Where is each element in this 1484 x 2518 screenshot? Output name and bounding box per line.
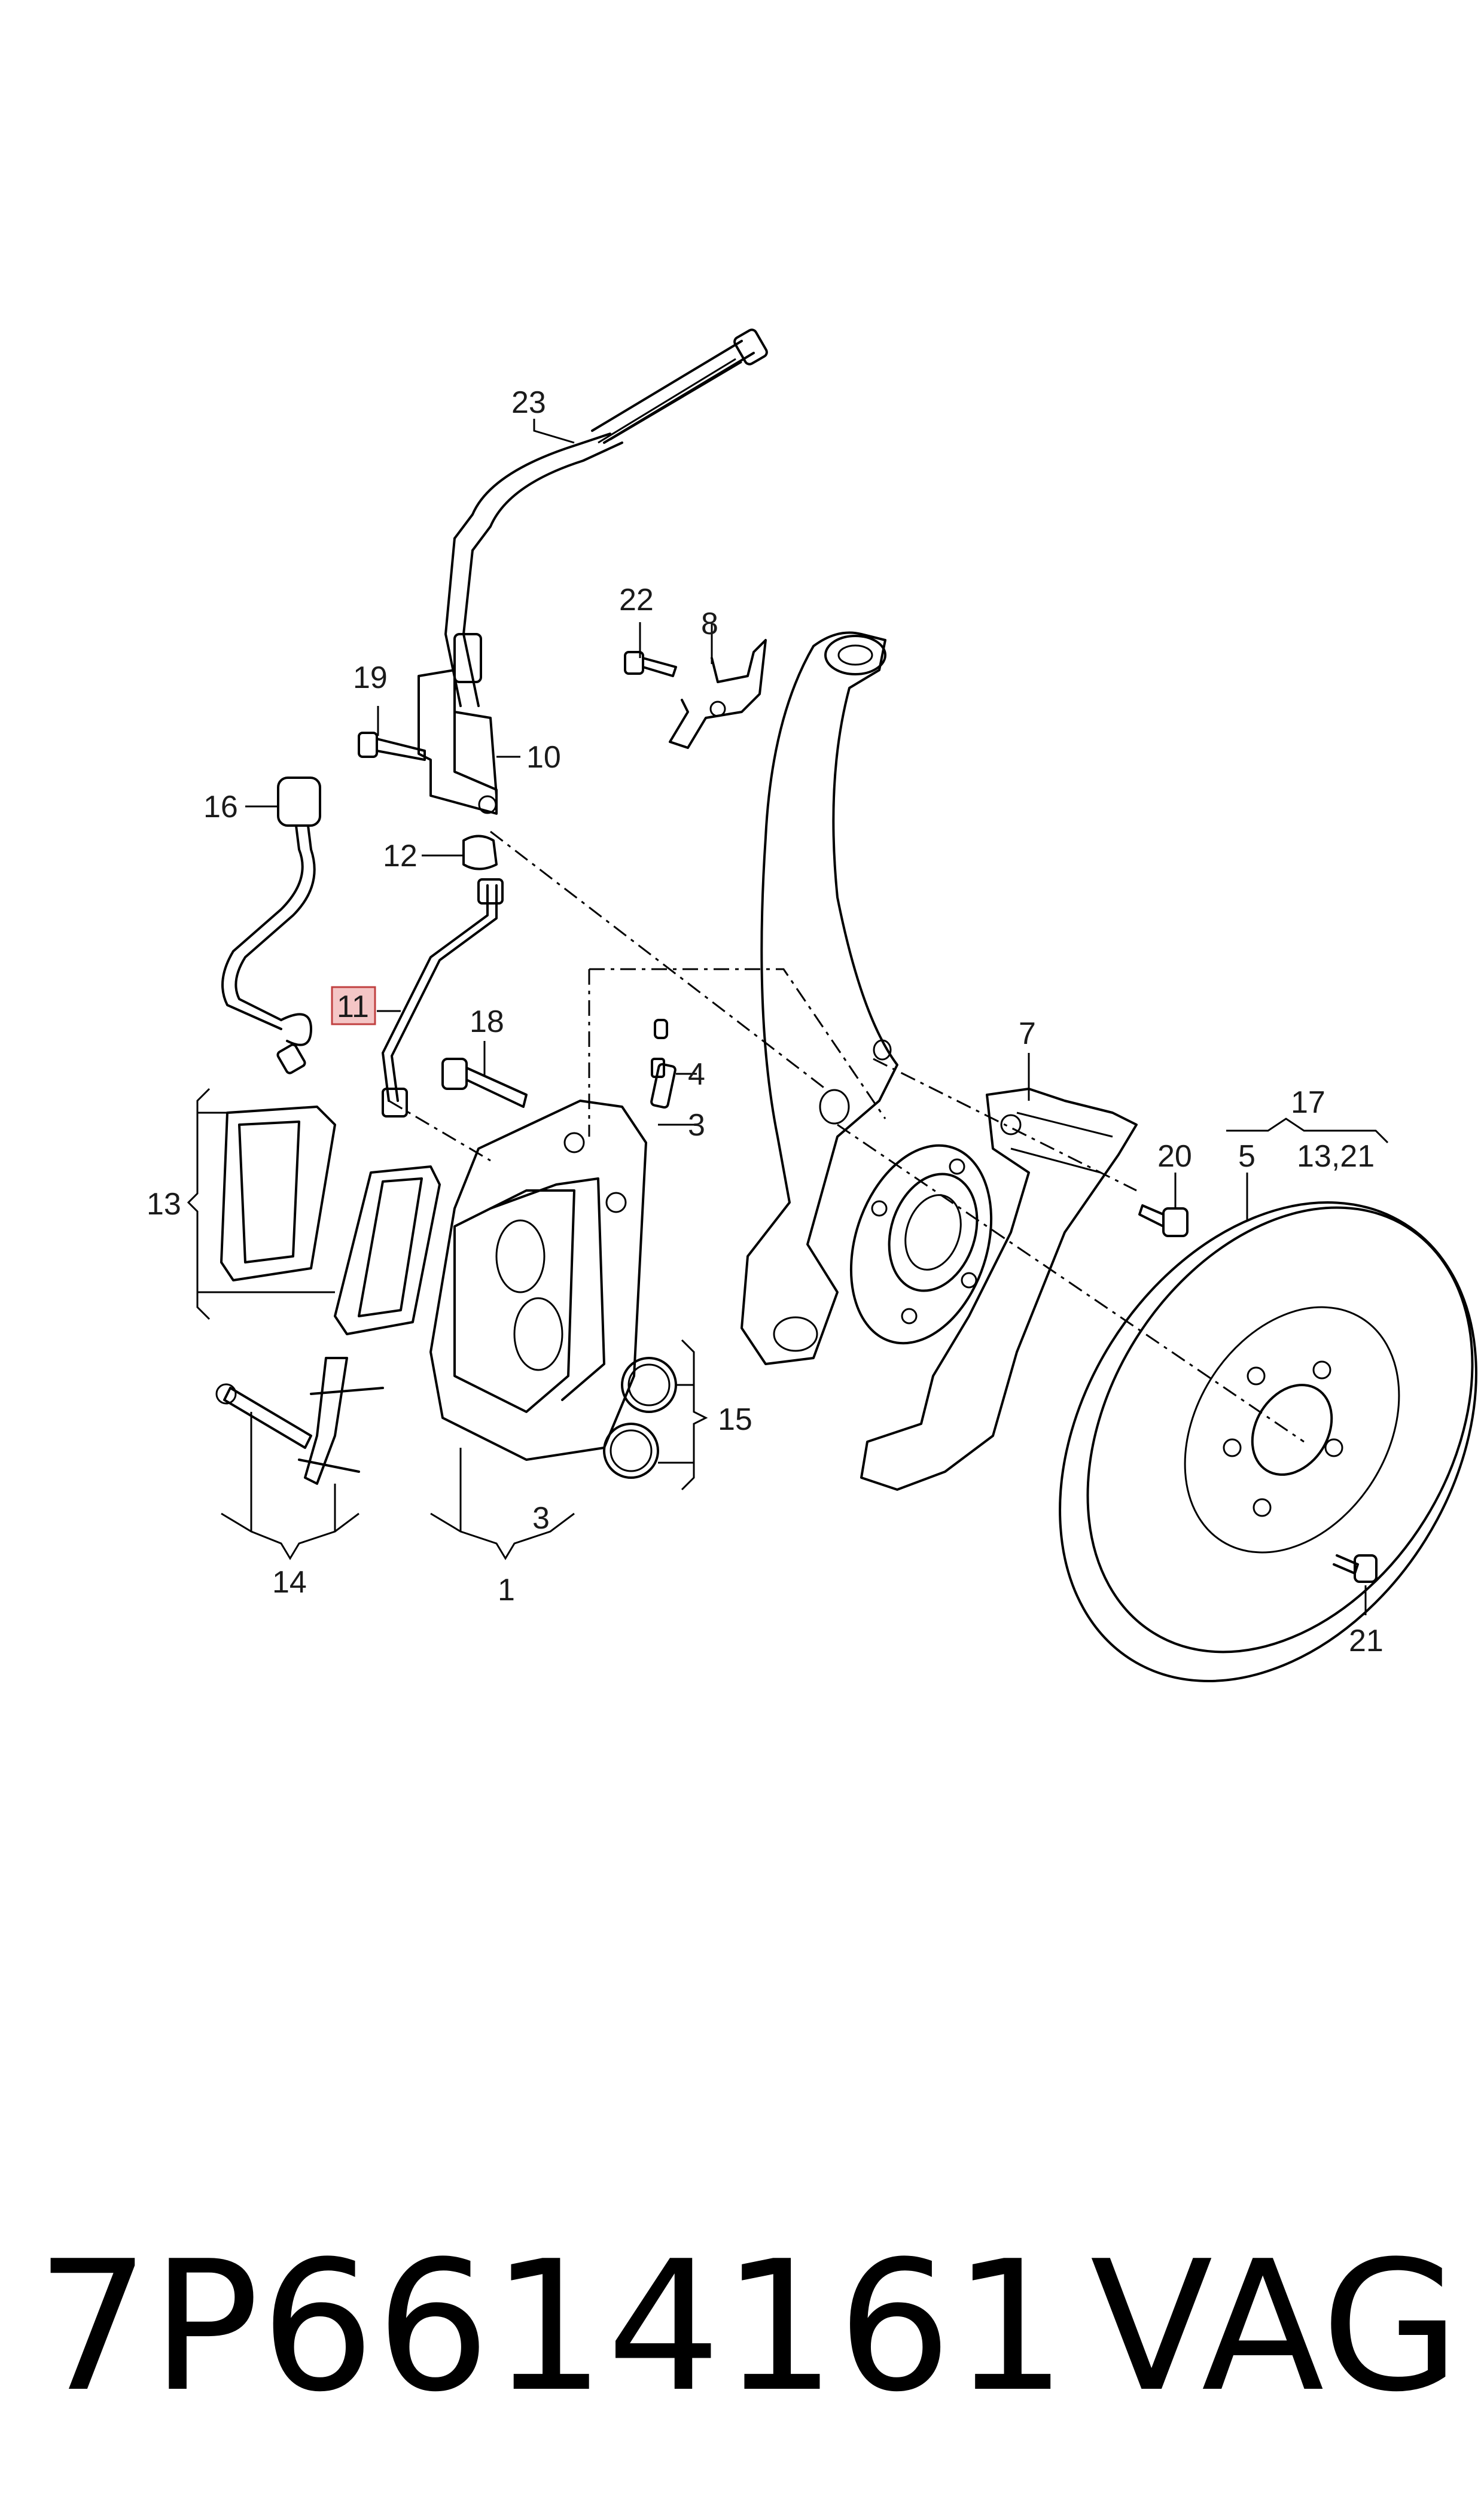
label-12: 12 — [383, 839, 418, 873]
bolt-18 — [441, 1058, 528, 1108]
brake-disc — [1059, 1201, 1477, 1682]
label-18: 18 — [470, 1004, 504, 1039]
label-3-bottom: 3 — [532, 1501, 550, 1536]
bleeder-valve — [650, 1019, 677, 1109]
label-8: 8 — [701, 607, 718, 641]
pin-and-spring — [215, 1357, 384, 1485]
label-5: 5 — [1238, 1139, 1256, 1174]
brand-name: VAG — [1090, 2222, 1460, 2431]
wear-sensor — [221, 777, 321, 1074]
brake-hose — [444, 328, 768, 707]
label-10: 10 — [526, 740, 561, 775]
footer: 7P6614161 VAG — [0, 2213, 1484, 2441]
brake-pads — [220, 1106, 441, 1335]
label-1: 1 — [498, 1573, 515, 1607]
leader-lines — [187, 419, 1389, 1615]
label-7: 7 — [1019, 1016, 1036, 1051]
bolt-19 — [358, 732, 426, 761]
label-20: 20 — [1157, 1139, 1192, 1174]
label-21: 21 — [1349, 1624, 1384, 1658]
steering-knuckle — [741, 631, 898, 1365]
label-14: 14 — [272, 1565, 307, 1600]
bracket-8 — [624, 639, 767, 749]
hose-bracket — [418, 669, 498, 815]
label-13-21: 13,21 — [1297, 1139, 1375, 1174]
splash-shield — [860, 1088, 1138, 1491]
brake-line — [382, 878, 504, 1118]
label-11: 11 — [337, 989, 369, 1024]
bolt-20 — [1138, 1204, 1189, 1237]
label-19: 19 — [353, 660, 388, 695]
assembly-axes — [388, 830, 1305, 1443]
callout-labels: 23 22 8 19 10 16 12 11 18 4 3 7 17 20 5 … — [147, 385, 1384, 1658]
label-13: 13 — [147, 1187, 181, 1222]
label-4: 4 — [688, 1057, 705, 1092]
label-23: 23 — [511, 385, 546, 420]
bolt-21 — [1333, 1554, 1378, 1583]
label-3-top: 3 — [688, 1108, 705, 1143]
label-16: 16 — [203, 790, 238, 824]
seal-rings — [603, 1357, 677, 1479]
label-15: 15 — [718, 1402, 752, 1437]
highlight-box-11 — [331, 986, 376, 1025]
part-number: 7P6614161 — [36, 2222, 1068, 2431]
clip-12 — [462, 835, 498, 870]
brake-caliper — [429, 1100, 647, 1461]
label-22: 22 — [619, 583, 654, 617]
label-17: 17 — [1291, 1085, 1325, 1120]
wheel-hub — [849, 1144, 993, 1345]
